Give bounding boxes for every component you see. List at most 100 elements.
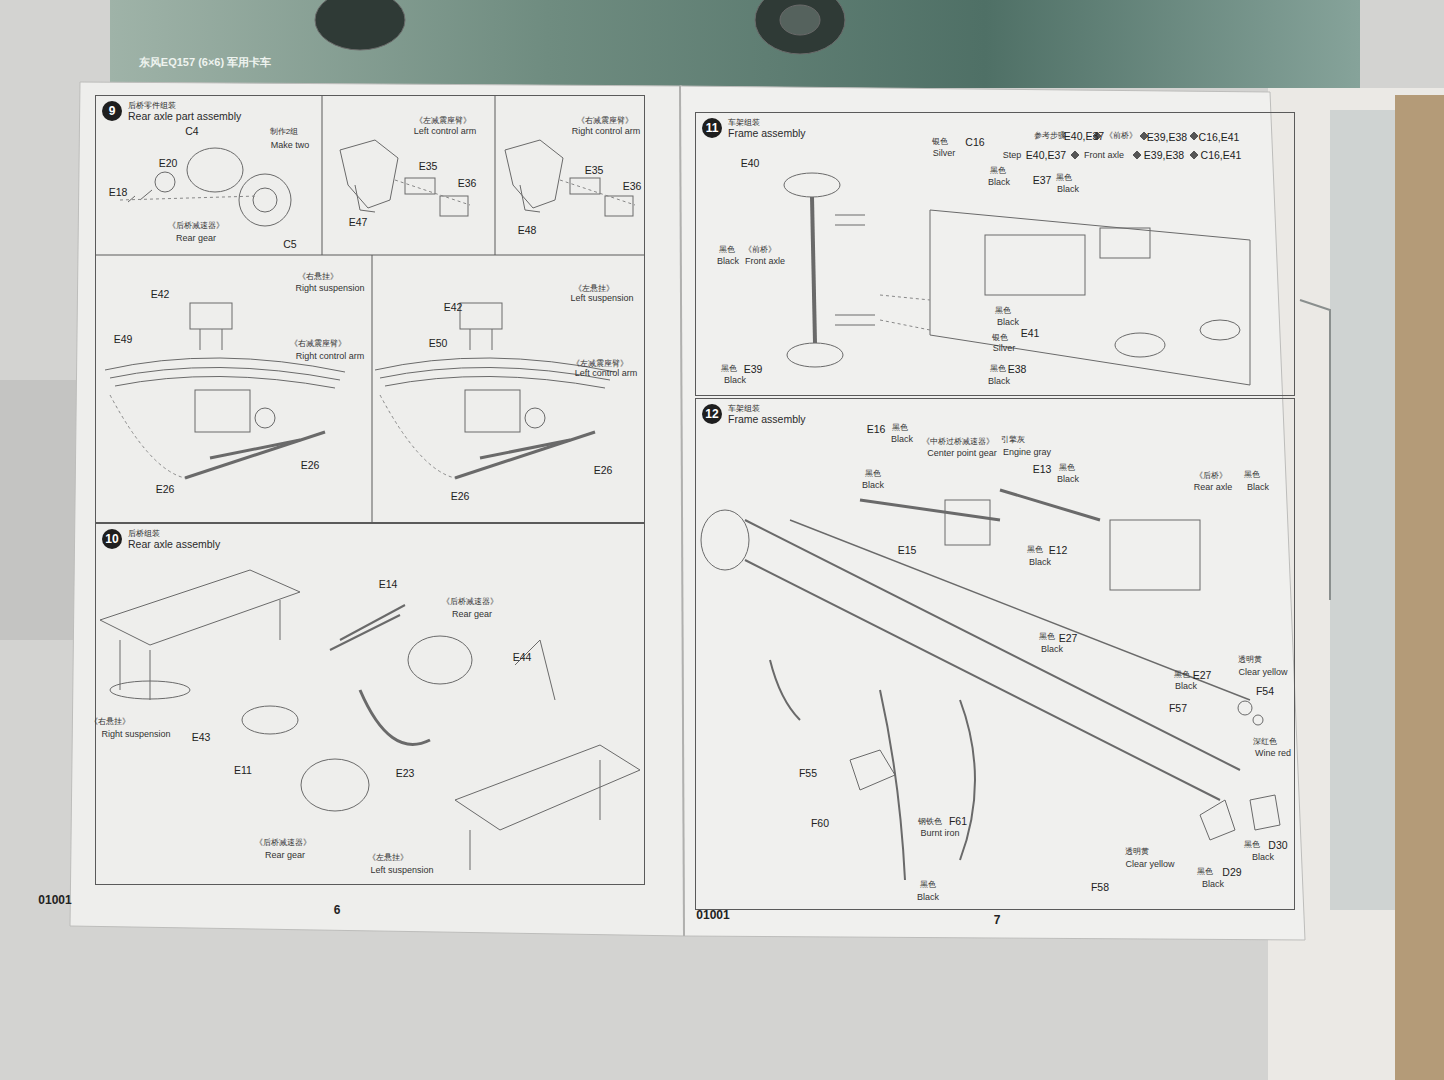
part-note: Black (1252, 853, 1274, 862)
shaft-part (128, 190, 152, 202)
step-title: Frame assembly (728, 127, 806, 139)
step-number: 10 (102, 529, 122, 549)
part-number: E39,E38 (1147, 132, 1187, 143)
part-number: C4 (185, 126, 198, 137)
differential-part (242, 706, 298, 734)
step-panel: 10后桥组装Rear axle assembly (95, 523, 645, 885)
chinese-note: 黑色 (719, 246, 735, 254)
part-number: E42 (444, 302, 463, 313)
gear-part (155, 172, 175, 192)
part-note: Black (1247, 483, 1269, 492)
panel-divider (372, 255, 373, 523)
part-note: Black (1202, 880, 1224, 889)
part-number: F54 (1256, 686, 1274, 697)
chinese-note: 黑色 (1059, 464, 1075, 472)
part-note: Black (862, 481, 884, 490)
leaf-spring-part (105, 358, 345, 372)
chinese-note: 《右悬挂》 (298, 273, 338, 281)
lamp-part (1253, 715, 1263, 725)
brake-drum-part (701, 510, 749, 570)
chinese-note: 黑色 (920, 881, 936, 889)
part-number: E49 (114, 334, 133, 345)
part-note: Black (891, 435, 913, 444)
part-note: Black (1029, 558, 1051, 567)
assembly-guide (880, 295, 930, 330)
part-note: Black (917, 893, 939, 902)
chinese-note: 深红色 (1253, 738, 1277, 746)
rod-part (210, 440, 300, 458)
pipe-part (770, 660, 800, 720)
part-note: Left control arm (414, 127, 477, 136)
part-number: E37 (1033, 175, 1052, 186)
drive-shaft-part (330, 605, 405, 650)
chassis-frame-part (930, 210, 1250, 385)
leaf-spring-part (380, 367, 610, 380)
part-number: E43 (192, 732, 211, 743)
part-number: E11 (234, 765, 252, 776)
chinese-note: 黑色 (892, 424, 908, 432)
part-note: Black (997, 318, 1019, 327)
fuel-tank-part (1115, 333, 1165, 357)
part-number: E15 (898, 545, 917, 556)
rod-part (455, 432, 595, 478)
axle-tube-part (110, 681, 190, 699)
drive-shaft-part (860, 490, 1100, 520)
part-note: Left suspension (370, 866, 433, 875)
mount-part (460, 303, 502, 329)
bracket-part (520, 185, 540, 212)
bolt-part (470, 329, 492, 350)
chinese-note: 《前桥》 (1105, 132, 1137, 140)
panel-divider (495, 95, 496, 255)
right-page (680, 86, 1305, 940)
step-title-cn: 后桥组装 (128, 528, 160, 539)
hub-art (780, 5, 820, 35)
part-note: Wine red (1255, 749, 1291, 758)
parts-sprue-bag (1330, 110, 1400, 910)
part-number: E35 (419, 161, 438, 172)
part-note: Rear gear (176, 234, 216, 243)
part-note: Right control arm (296, 352, 365, 361)
part-note: Black (1057, 185, 1079, 194)
part-number: F60 (811, 818, 829, 829)
part-number: E40,E37 (1064, 131, 1104, 142)
rear-gear-part (301, 759, 369, 811)
bracket-part (340, 140, 398, 208)
rear-gear-part (408, 636, 472, 684)
bolt-part (200, 329, 222, 350)
bushing-part (255, 408, 275, 428)
assembly-guide (380, 395, 455, 478)
chinese-note: 《左悬挂》 (574, 285, 614, 293)
step-panel: 9后桥零件组装Rear axle part assembly (95, 95, 645, 523)
chassis-rail-part (745, 520, 1240, 800)
chinese-note: 黑色 (1244, 841, 1260, 849)
chinese-note: 黑色 (990, 365, 1006, 373)
part-note: Black (988, 178, 1010, 187)
page-fold (680, 86, 684, 936)
part-note: Right control arm (572, 127, 641, 136)
part-note: Left control arm (575, 369, 638, 378)
hose-part (360, 690, 430, 744)
left-page (70, 82, 684, 936)
chinese-note: 《中桥过桥减速器》 (922, 438, 994, 446)
chinese-note: 黑色 (990, 167, 1006, 175)
part-number: E41 (1021, 328, 1040, 339)
chinese-note: 《左减震座臂》 (415, 117, 471, 125)
part-note: Silver (933, 149, 956, 158)
chinese-note: 《右减震座臂》 (577, 117, 633, 125)
leaf-spring-part (115, 376, 335, 388)
part-note: Rear gear (452, 610, 492, 619)
part-note: Black (717, 257, 739, 266)
mount-part (190, 303, 232, 329)
tire-art (755, 0, 845, 54)
part-number: E27 (1059, 633, 1078, 644)
chinese-note: 《左减震座臂》 (572, 360, 628, 368)
cover-part (239, 174, 291, 226)
part-number: E16 (867, 424, 886, 435)
chinese-note: 《左悬挂》 (368, 854, 408, 862)
part-number: E47 (349, 217, 368, 228)
radiator-part (1100, 228, 1150, 258)
part-number: E27 (1193, 670, 1212, 681)
part-note: Clear yellow (1125, 860, 1174, 869)
